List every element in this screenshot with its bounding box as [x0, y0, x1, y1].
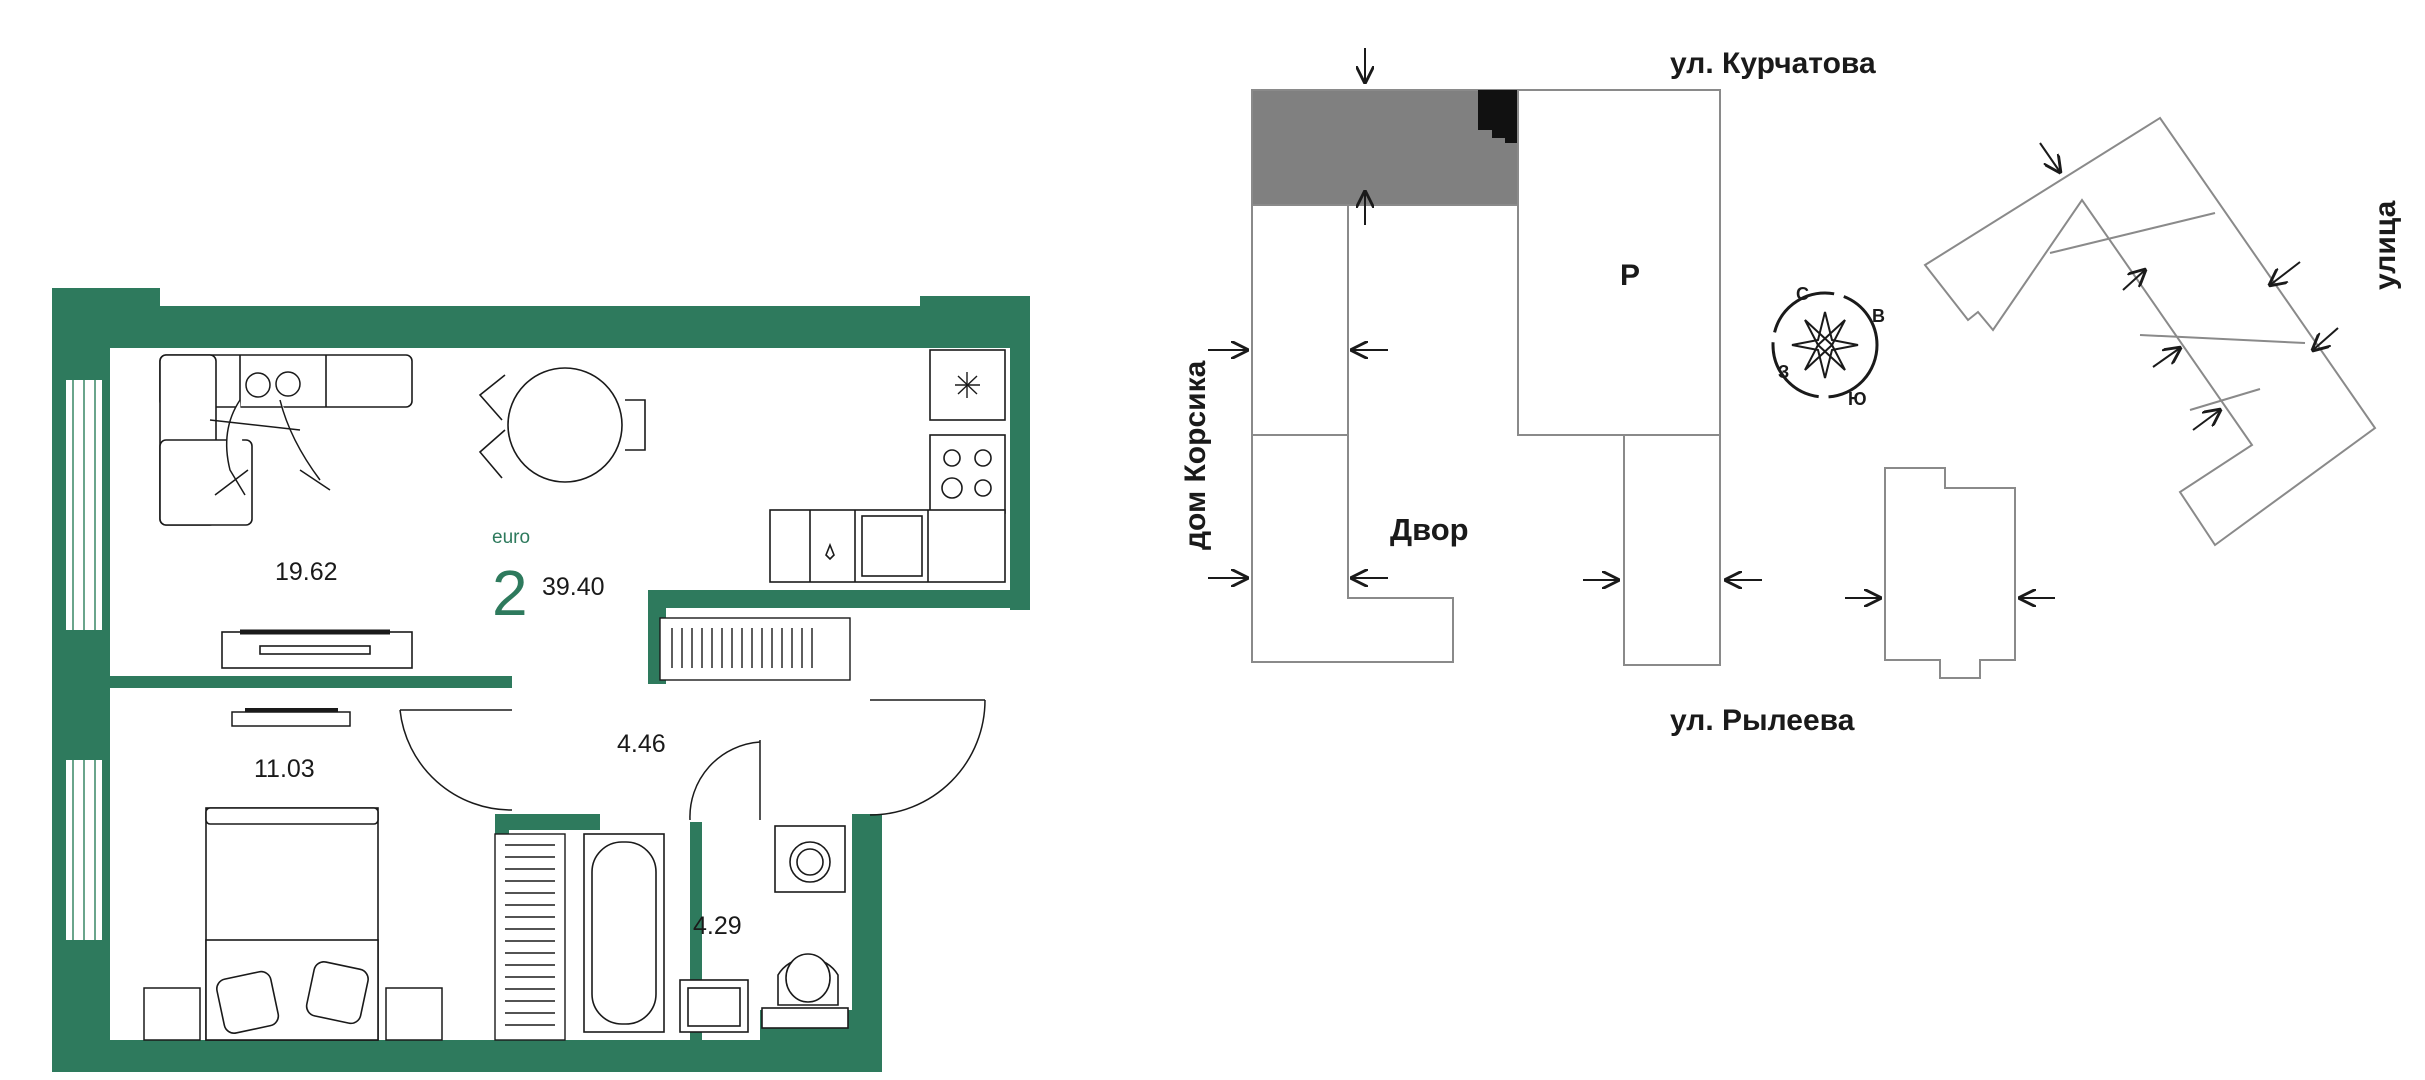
people-figure	[209, 371, 331, 496]
street-east: улица	[2369, 200, 2402, 290]
bathtub	[583, 833, 665, 1033]
compass-rose: С В Ю З	[1771, 284, 1885, 409]
room-area-living: 19.62	[275, 558, 338, 586]
room-area-bathroom: 4.29	[693, 912, 742, 940]
radiator-bath	[494, 833, 566, 1041]
parking-label: P	[1620, 259, 1640, 292]
street-south: ул. Рылеева	[1670, 704, 1855, 737]
building-south	[1623, 434, 1721, 666]
door-swings	[399, 699, 986, 821]
street-north: ул. Курчатова	[1670, 47, 1876, 80]
total-area: 39.40	[542, 573, 605, 601]
kitchen-units	[769, 349, 1006, 583]
windows	[66, 296, 920, 940]
street-west: дом Корсика	[1179, 360, 1212, 550]
tv-unit	[221, 629, 413, 669]
bedroom-tv	[231, 708, 351, 727]
room-area-bedroom: 11.03	[254, 755, 315, 783]
dining-table	[478, 367, 646, 483]
compass-north: С	[1796, 284, 1809, 304]
building-small	[1884, 467, 2016, 679]
highlighted-section	[1251, 89, 1519, 206]
parking-building	[1517, 89, 1721, 436]
apartment-floor-plan: euro 2 39.40 19.62 11.03 4.46 4.29	[52, 288, 1030, 1072]
euro-label: euro	[492, 527, 530, 548]
compass-south: Ю	[1848, 389, 1867, 409]
nightstands	[143, 987, 443, 1041]
building-east	[1923, 116, 2377, 547]
bed	[205, 807, 379, 1041]
room-count: 2	[492, 557, 528, 629]
room-area-hall: 4.46	[617, 730, 666, 758]
compass-east: В	[1872, 306, 1885, 326]
radiator-hall	[659, 617, 851, 681]
site-plan: С В Ю З P Двор ул. Курчатова	[1179, 47, 2402, 737]
toilet	[761, 953, 849, 1029]
sink	[679, 979, 749, 1033]
washing-machine	[774, 825, 846, 893]
compass-west: З	[1778, 362, 1789, 382]
stair-block	[1478, 90, 1518, 143]
entrance-arrows	[1208, 48, 2339, 598]
yard-label: Двор	[1390, 512, 1469, 547]
fridge-icon	[955, 372, 980, 398]
